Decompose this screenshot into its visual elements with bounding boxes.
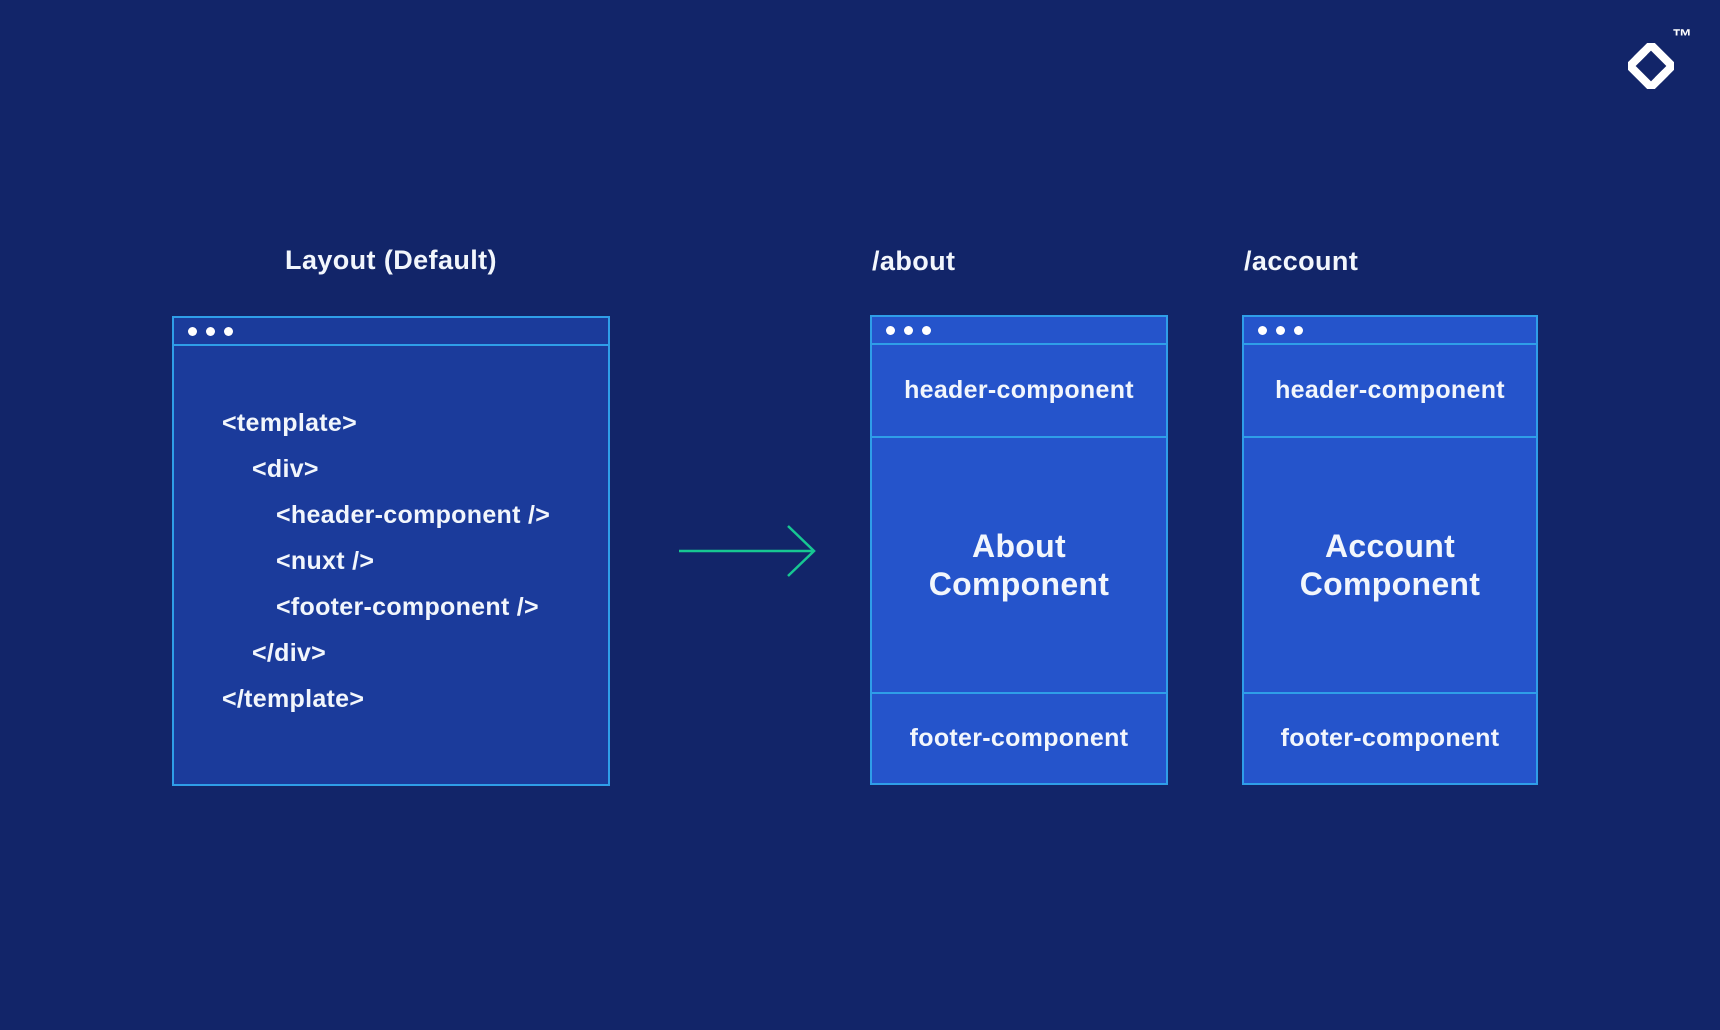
header-component-label: header-component <box>904 376 1134 404</box>
footer-component-label: footer-component <box>909 724 1129 752</box>
code-line: </div> <box>252 639 327 667</box>
about-route-title: /about <box>872 246 956 276</box>
code-line: <template> <box>222 409 358 437</box>
header-component-label: header-component <box>1275 376 1505 404</box>
code-line: </template> <box>222 685 365 713</box>
layout-window-title: Layout (Default) <box>285 245 497 275</box>
about-window: header-component About Component footer-… <box>870 315 1168 785</box>
account-route-title: /account <box>1244 246 1359 276</box>
main-component-label-line: Component <box>1299 566 1481 602</box>
code-line: <header-component /> <box>276 501 551 529</box>
account-window-titlebar <box>1244 317 1536 345</box>
main-component-label-line: About <box>972 528 1066 564</box>
about-component-section: About Component <box>872 438 1166 694</box>
code-line: <div> <box>252 455 319 483</box>
account-component-section: Account Component <box>1244 438 1536 694</box>
header-component-section: header-component <box>872 345 1166 438</box>
code-line: <nuxt /> <box>276 547 375 575</box>
window-control-dot <box>206 326 215 336</box>
trademark-symbol: ™ <box>1672 26 1692 48</box>
account-window: header-component Account Component foote… <box>1242 315 1538 785</box>
about-window-titlebar <box>872 317 1166 345</box>
toptal-logo-icon <box>1628 43 1674 89</box>
window-control-dot <box>904 325 913 335</box>
main-component-label-line: Account <box>1324 528 1456 564</box>
footer-component-label: footer-component <box>1280 724 1500 752</box>
layout-window-titlebar <box>174 318 608 346</box>
window-control-dot <box>1276 325 1285 335</box>
code-line: <footer-component /> <box>276 593 539 621</box>
footer-component-section: footer-component <box>1244 694 1536 783</box>
layout-template-code: <template> <div> <header-component /> <n… <box>174 346 608 722</box>
header-component-section: header-component <box>1244 345 1536 438</box>
toptal-logo: ™ <box>1628 27 1692 99</box>
logo-bottom-chevron <box>1628 48 1669 89</box>
window-control-dot <box>886 325 895 335</box>
layout-window: <template> <div> <header-component /> <n… <box>172 316 610 786</box>
arrow-icon <box>679 525 816 577</box>
window-control-dot <box>922 325 931 335</box>
arrow-head <box>787 525 816 577</box>
window-control-dot <box>188 326 197 336</box>
window-control-dot <box>1258 325 1267 335</box>
main-component-label-line: Component <box>928 566 1110 602</box>
window-control-dot <box>1294 325 1303 335</box>
footer-component-section: footer-component <box>872 694 1166 783</box>
window-control-dot <box>224 326 233 336</box>
